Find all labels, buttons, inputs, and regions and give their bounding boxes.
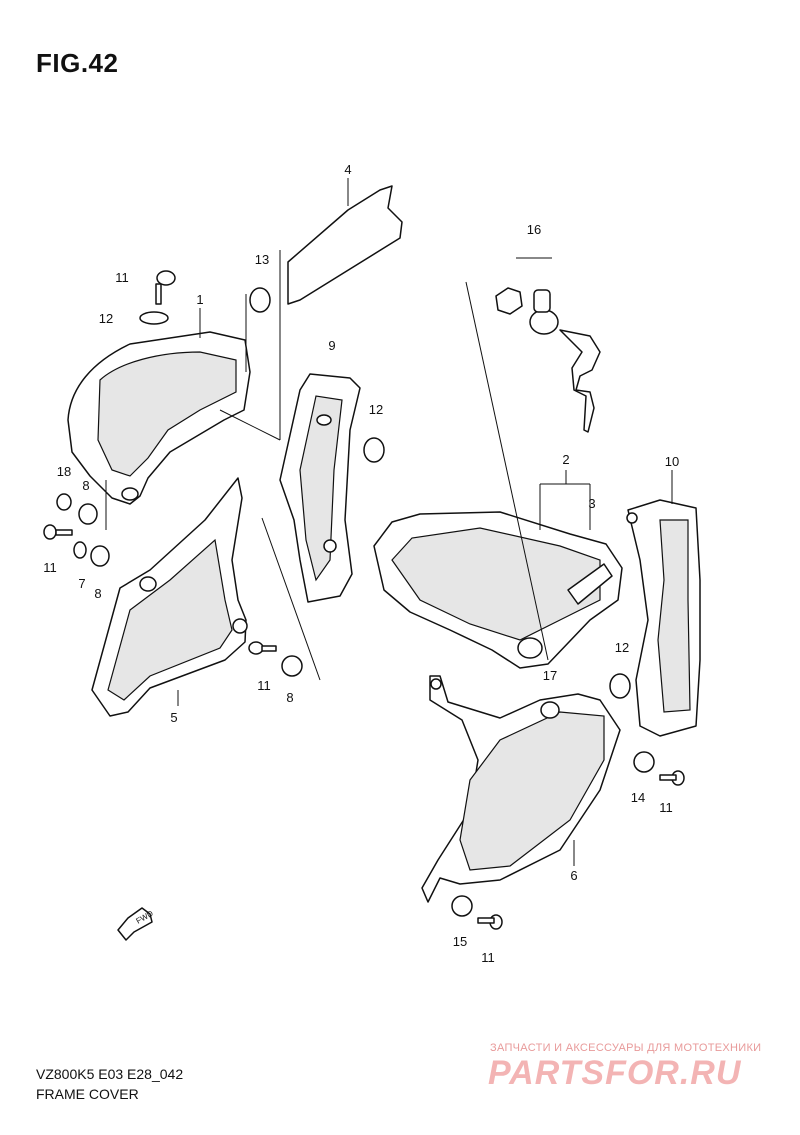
- callout-7: 7: [78, 576, 85, 591]
- leader-lines: [105, 250, 673, 866]
- callout-9: 9: [328, 338, 335, 353]
- callout-4: 4: [344, 162, 351, 177]
- callout-11e: 11: [481, 950, 495, 965]
- callout-5: 5: [170, 710, 177, 725]
- callout-18: 18: [57, 464, 71, 479]
- callout-12b: 12: [369, 402, 383, 417]
- watermark-subtitle: ЗАПЧАСТИ И АКСЕССУАРЫ ДЛЯ МОТОТЕХНИКИ: [490, 1042, 762, 1054]
- callout-8a: 8: [82, 478, 89, 493]
- callout-1: 1: [196, 292, 203, 307]
- watermark-logo: PARTSFOR.RU: [488, 1054, 742, 1092]
- figure-title: FIG.42: [36, 48, 119, 78]
- callout-11b: 11: [43, 560, 57, 575]
- callout-11c: 11: [257, 678, 271, 693]
- callout-8b: 8: [94, 586, 101, 601]
- part-16-lock-set: [495, 257, 601, 433]
- part-10-bracket: [626, 499, 701, 737]
- callout-11a: 11: [115, 270, 129, 285]
- part-6-side-cover: [421, 675, 621, 903]
- callout-14: 14: [631, 790, 645, 805]
- part-9-bracket: [279, 373, 361, 603]
- callout-15: 15: [453, 934, 467, 949]
- callout-6: 6: [570, 868, 577, 883]
- fwd-arrow-icon: FWD: [117, 907, 155, 941]
- hardware-parts: [43, 270, 685, 930]
- part-1-frame-cover-upper: [67, 308, 251, 505]
- callout-10: 10: [665, 454, 679, 469]
- model-code: VZ800K5 E03 E28_042: [36, 1066, 184, 1082]
- callout-8c: 8: [286, 690, 293, 705]
- callout-17: 17: [543, 668, 557, 683]
- callout-12c: 12: [615, 640, 629, 655]
- callout-2: 2: [562, 452, 569, 467]
- part-5-lower-left-cover: [91, 477, 248, 717]
- part-2-right-frame-cover: [373, 511, 623, 669]
- part-4-bracket: [287, 178, 403, 305]
- callout-16: 16: [527, 222, 541, 237]
- callout-13: 13: [255, 252, 269, 267]
- callout-3: 3: [588, 496, 595, 511]
- figure-caption: FRAME COVER: [36, 1086, 139, 1102]
- callout-12a: 12: [99, 311, 113, 326]
- callout-11d: 11: [659, 800, 673, 815]
